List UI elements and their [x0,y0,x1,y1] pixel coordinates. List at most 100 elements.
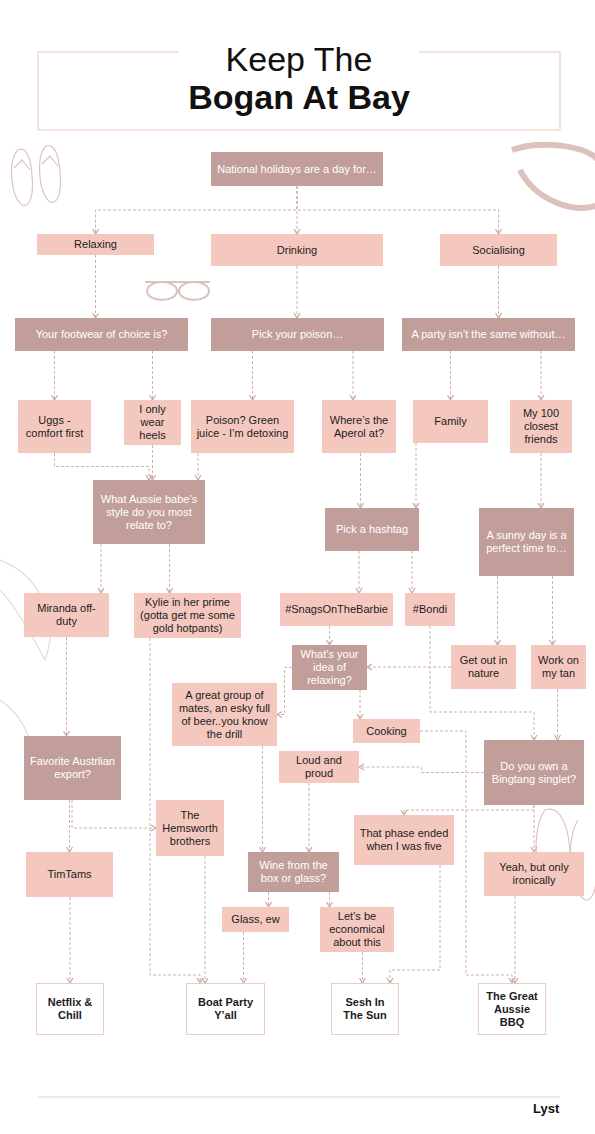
question-box: Your footwear of choice is? [15,318,188,351]
box-text: A great group of mates, an esky full of … [176,689,273,741]
question-box: What Aussie babe’s style do you most rel… [93,480,205,544]
question-box: A sunny day is a perfect time to… [479,508,574,576]
diagram-title: Keep The Bogan At Bay [179,40,419,116]
box-text: Drinking [277,244,317,257]
result-box: Netflix & Chill [36,983,104,1035]
box-text: My 100 closest friends [514,407,568,446]
result-box: The Great Aussie BBQ [478,983,546,1035]
box-text: #Bondi [413,603,447,616]
answer-box: That phase ended when I was five [354,815,454,865]
answer-box: TimTams [26,852,113,897]
dashed-connector [297,266,298,318]
dashed-connector [541,453,542,508]
dashed-connector [412,551,413,593]
answer-box: Poison? Green juice - I’m detoxing [191,400,294,453]
box-text: Work on my tan [535,654,582,680]
box-text: What Aussie babe’s style do you most rel… [97,493,201,532]
dashed-connector [198,453,199,480]
box-text: Get out in nature [455,654,512,680]
dashed-connector [430,626,534,740]
dashed-connector [329,892,330,907]
answer-box: #Bondi [405,593,455,626]
dashed-connector [72,800,156,828]
box-text: Glass, ew [231,913,279,926]
dashed-connector [353,351,354,400]
answer-box: Uggs - comfort first [18,400,91,453]
flip-flop [12,149,33,205]
box-text: Where’s the Aperol at? [326,414,392,440]
dashed-connector [66,637,67,736]
result-box: Boat Party Y’all [186,983,265,1035]
answer-box: Miranda off-duty [24,593,109,637]
dashed-connector [329,626,330,645]
sunglasses-arm [512,145,595,160]
question-box: A party isn’t the same without… [402,318,575,351]
dashed-connector [360,453,361,508]
dashed-connector [416,443,417,508]
dashed-connector [515,896,516,983]
dashed-connector [96,186,298,234]
dashed-connector [541,351,542,400]
box-text: The Great Aussie BBQ [483,990,541,1029]
dashed-connector [297,186,499,234]
question-box: Pick your poison… [211,318,384,351]
answer-box: Loud and proud [279,751,359,783]
dashed-connector [152,351,153,400]
answer-box: Where’s the Aperol at? [322,400,396,453]
dashed-connector [360,690,361,719]
box-text: Kylie in her prime (gotta get me some go… [138,596,237,635]
dashed-connector [69,800,70,852]
sunglasses-lens [520,170,595,208]
dashed-connector [169,544,170,593]
dashed-connector [359,551,360,593]
dashed-connector [55,453,150,480]
box-text: Sesh In The Sun [336,996,394,1022]
dashed-connector [101,544,102,593]
flip-flop-strap [14,160,30,170]
answer-box: Family [413,400,488,443]
flip-flop-strap [42,156,58,166]
box-text: Relaxing [74,238,117,251]
dashed-connector [252,351,253,400]
question-box: Wine from the box or glass? [248,852,339,892]
dashed-connector [277,668,292,715]
dashed-connector [243,932,244,983]
question-box: Pick a hashtag [325,508,419,551]
question-box: National holidays are a day for… [211,152,383,186]
answer-box: A great group of mates, an esky full of … [172,683,277,746]
box-text: Wine from the box or glass? [252,859,335,885]
dashed-connector [205,856,206,983]
box-text: Miranda off-duty [28,602,105,628]
box-text: TimTams [47,868,91,881]
question-box: What’s your idea of relaxing? [292,645,367,690]
dashed-connector [70,897,71,983]
dashed-connector [404,805,534,815]
dashed-connector [497,576,498,645]
dashed-connector [95,255,96,318]
dashed-connector [390,865,440,983]
sunglasses-top-right [512,145,595,208]
brand-label: Lyst [533,1101,559,1116]
box-text: #SnagsOnTheBarbie [285,603,388,616]
answer-box: My 100 closest friends [510,400,572,453]
box-text: Favorite Austrlian export? [28,755,117,781]
box-text: What’s your idea of relaxing? [296,648,363,687]
answer-box: Get out in nature [451,645,516,689]
dashed-connector [359,767,484,773]
answer-box: Work on my tan [531,645,586,689]
box-text: Poison? Green juice - I’m detoxing [195,414,290,440]
glasses-lens [179,282,209,300]
small-glasses [145,282,210,300]
answer-box: Drinking [211,234,383,266]
box-text: Socialising [472,244,525,257]
glasses-lens [147,282,177,300]
box-text: The Hemsworth brothers [160,809,220,848]
box-text: Cooking [366,725,406,738]
dashed-connector [362,952,363,983]
dashed-connector [450,351,451,400]
footer-rule [37,1097,560,1098]
dashed-connector [152,445,153,480]
dashed-connector [498,266,499,318]
result-box: Sesh In The Sun [331,983,399,1035]
